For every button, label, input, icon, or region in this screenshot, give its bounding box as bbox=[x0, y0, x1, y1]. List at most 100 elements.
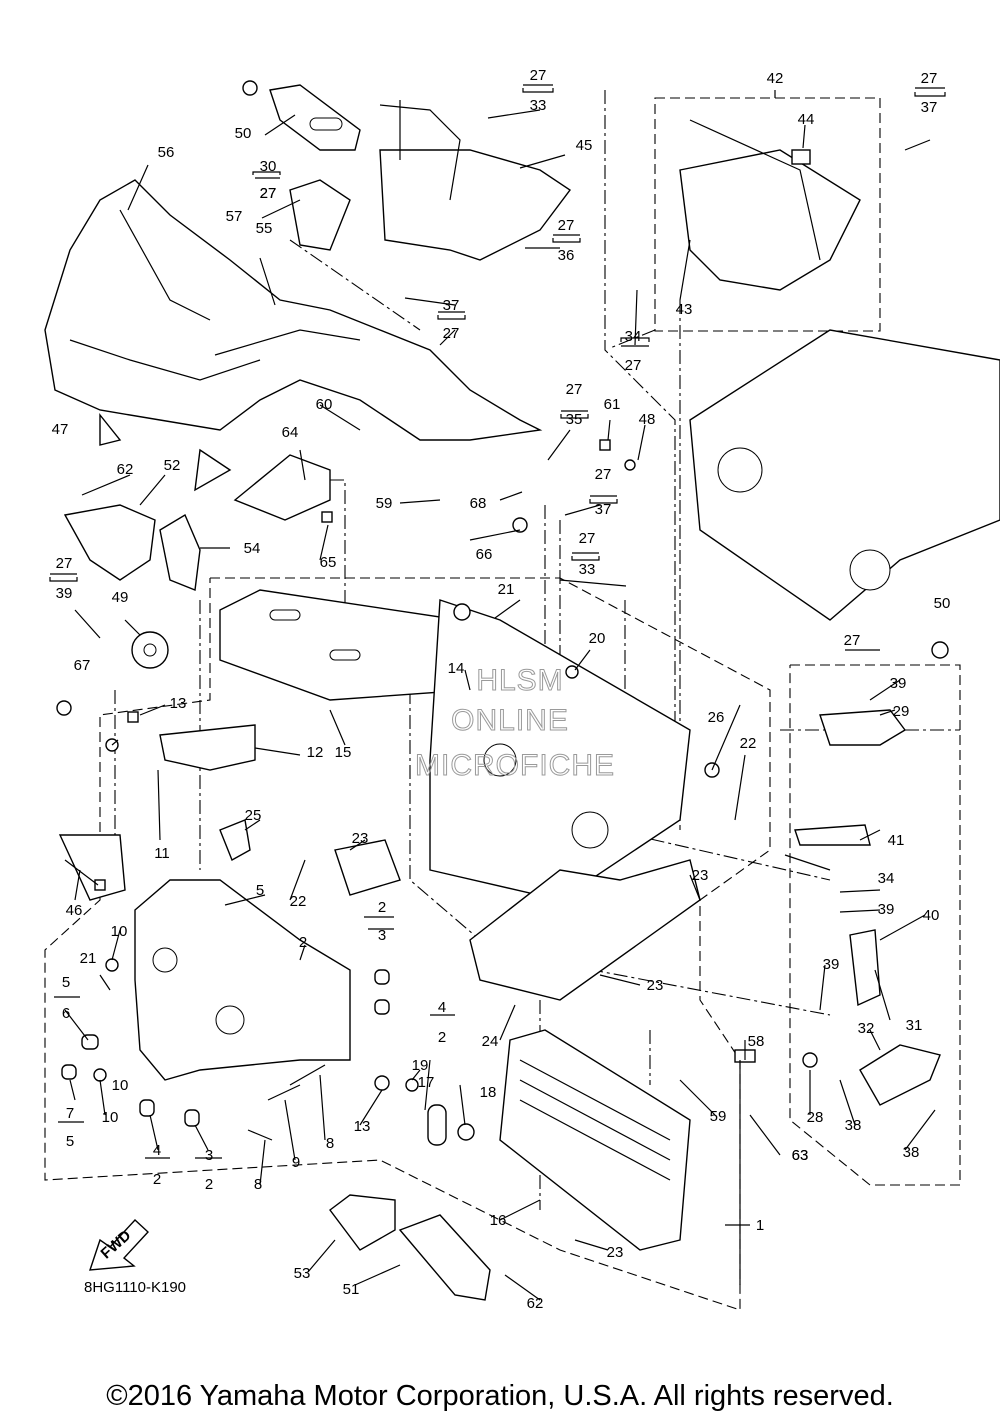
parts bbox=[44, 84, 1000, 1301]
bolt-47 bbox=[94, 879, 106, 891]
bracket-30-slot bbox=[309, 117, 343, 131]
bolt-8a bbox=[289, 1064, 326, 1086]
bracket-46 bbox=[58, 834, 126, 901]
diagram-code: 8HG1110-K190 bbox=[84, 1279, 186, 1296]
callout-c39d: 39 bbox=[823, 956, 840, 973]
frame-hole-a bbox=[483, 743, 517, 777]
steering-kit-42 bbox=[679, 149, 861, 291]
tie-line-b bbox=[609, 329, 656, 349]
callout-c27k: 27 bbox=[844, 632, 861, 649]
callout-c47: 47 bbox=[52, 421, 69, 438]
callout-c45: 45 bbox=[576, 137, 593, 154]
tunnel-background bbox=[689, 329, 1000, 621]
callout-c16: 16 bbox=[490, 1212, 507, 1229]
plate-64 bbox=[233, 454, 331, 521]
nose-pan-56-detail bbox=[69, 209, 361, 381]
callout-c18: 18 bbox=[480, 1084, 497, 1101]
fwd-arrow: FWD bbox=[88, 1219, 149, 1271]
copyright-notice: ©2016 Yamaha Motor Corporation, U.S.A. A… bbox=[106, 1380, 894, 1412]
bracket-57 bbox=[289, 179, 351, 251]
leaders-right bbox=[499, 679, 936, 1151]
collar-4b bbox=[374, 999, 390, 1015]
bracket-29 bbox=[819, 709, 907, 746]
callout-c41: 41 bbox=[888, 832, 905, 849]
steering-post-45-tube bbox=[379, 100, 461, 201]
callout-c32: 32 bbox=[858, 1020, 875, 1037]
collar-3b bbox=[374, 969, 390, 985]
collar-3 bbox=[184, 1109, 200, 1127]
nut-10c bbox=[93, 1068, 107, 1082]
callout-c12: 12 bbox=[307, 744, 324, 761]
callout-c4a: 4 bbox=[438, 999, 446, 1016]
callout-c61: 61 bbox=[604, 396, 621, 413]
callout-c24: 24 bbox=[482, 1033, 499, 1050]
watermark: HLSM ONLINE MICROFICHE bbox=[415, 664, 615, 783]
callout-c27i: 27 bbox=[579, 530, 596, 547]
hub-49-center bbox=[143, 643, 157, 657]
callout-c5c: 5 bbox=[66, 1133, 74, 1150]
grommet-50-right bbox=[931, 641, 949, 659]
callout-c4b: 4 bbox=[153, 1142, 161, 1159]
callout-c62b: 62 bbox=[527, 1295, 544, 1312]
callout-c34b: 34 bbox=[878, 870, 895, 887]
callout-c38a: 38 bbox=[845, 1117, 862, 1134]
nut-21 bbox=[105, 958, 119, 972]
callout-c55: 55 bbox=[256, 220, 273, 237]
callout-c23c: 23 bbox=[647, 977, 664, 994]
callout-c8b: 8 bbox=[254, 1176, 262, 1193]
plate-15 bbox=[219, 589, 471, 701]
steering-kit-42-handle bbox=[689, 119, 821, 261]
tie-line-c bbox=[289, 239, 421, 331]
callout-c33b: 33 bbox=[579, 561, 596, 578]
callout-c11: 11 bbox=[154, 845, 170, 862]
bracket-30 bbox=[269, 84, 361, 151]
crossbar-12 bbox=[159, 724, 256, 771]
callout-c39b: 39 bbox=[890, 675, 907, 692]
watermark-line-2: ONLINE bbox=[451, 704, 569, 737]
bracket-25 bbox=[219, 819, 251, 861]
tie-line-h bbox=[409, 690, 481, 941]
cap-44 bbox=[791, 149, 811, 165]
callout-c39c: 39 bbox=[878, 901, 895, 918]
callout-c27l: 27 bbox=[260, 185, 277, 202]
tunnel-hole-b bbox=[849, 549, 891, 591]
callout-c8a: 8 bbox=[326, 1135, 334, 1152]
leaders-bottom bbox=[64, 929, 781, 1301]
nose-pan-56 bbox=[44, 179, 543, 441]
bolt-9 bbox=[267, 1084, 301, 1101]
callout-c50b: 50 bbox=[934, 595, 951, 612]
bracket-40 bbox=[849, 929, 881, 1007]
callout-c27j: 27 bbox=[56, 555, 73, 572]
clamp-19 bbox=[405, 1078, 419, 1092]
guard-32 bbox=[859, 1044, 941, 1106]
callout-c27b: 27 bbox=[260, 185, 277, 202]
frame-main-1 bbox=[429, 599, 691, 901]
callout-c42: 42 bbox=[767, 70, 784, 87]
grommet-67 bbox=[56, 700, 72, 716]
callout-c54: 54 bbox=[244, 540, 261, 557]
callout-c2a: 2 bbox=[378, 899, 386, 916]
bracket-21-top bbox=[453, 603, 471, 621]
collar-66 bbox=[512, 517, 528, 533]
grommet-50-top bbox=[242, 80, 258, 96]
callout-c27c: 27 bbox=[558, 217, 575, 234]
callout-c62a: 62 bbox=[117, 461, 134, 478]
plate-15-slot-b bbox=[329, 649, 361, 661]
bolt-65 bbox=[321, 511, 333, 523]
callout-c22a: 22 bbox=[740, 735, 757, 752]
collar-4 bbox=[139, 1099, 155, 1117]
heat-exchanger-16-fins bbox=[519, 1059, 671, 1181]
watermark-line-3: MICROFICHE bbox=[415, 749, 615, 782]
frame-hole-b bbox=[571, 811, 609, 849]
callout-c10a: 10 bbox=[112, 1077, 129, 1094]
strap-41 bbox=[794, 824, 871, 846]
callout-c30: 30 bbox=[260, 158, 277, 175]
callout-c37a: 37 bbox=[443, 297, 460, 314]
callout-c17: 17 bbox=[418, 1074, 435, 1091]
bolt-61 bbox=[599, 439, 611, 451]
bolt-8b bbox=[247, 1129, 273, 1141]
callout-c37b: 37 bbox=[921, 99, 938, 116]
